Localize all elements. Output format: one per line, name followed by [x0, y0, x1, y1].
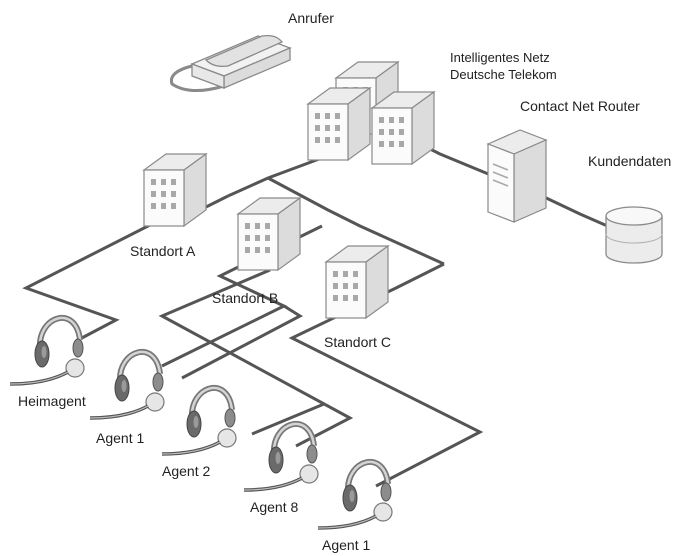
database-icon [605, 206, 663, 264]
site-c-branch [288, 262, 484, 488]
network-label-line2: Deutsche Telekom [450, 67, 557, 82]
agent-8-label: Agent 8 [250, 499, 299, 515]
site-a-heimagent-link [22, 223, 151, 342]
site-b-label: Standort B [212, 290, 279, 306]
agent-1-label: Agent 1 [96, 430, 145, 446]
agent2-headset-icon [162, 388, 236, 454]
router-label: Contact Net Router [520, 98, 640, 114]
agent1-headset-icon [90, 352, 164, 418]
server-tower-icon [486, 129, 548, 223]
trunk-branch-b [267, 176, 445, 266]
network-label-line1: Intelligentes Netz [450, 50, 550, 65]
site-a-building-icon [143, 153, 207, 227]
heimagent-headset-icon [10, 318, 84, 384]
router-database-link [541, 194, 613, 230]
site-b-long-link [158, 268, 354, 448]
site-c-label: Standort C [324, 334, 391, 350]
customer-data-label: Kundendaten [588, 153, 672, 169]
site-b-building-icon [237, 197, 301, 271]
agent-1b-label: Agent 1 [322, 537, 371, 553]
agent1b-headset-icon [318, 462, 392, 528]
building-cluster-icon [307, 61, 435, 165]
agent1-a-link [181, 304, 304, 380]
site-a-label: Standort A [130, 243, 196, 259]
heimagent-label: Heimagent [18, 393, 86, 409]
site-c-building-icon [325, 245, 389, 319]
agent2-link [251, 402, 325, 436]
telephone-icon [169, 34, 292, 92]
agent-2-label: Agent 2 [162, 463, 211, 479]
caller-label: Anrufer [288, 10, 334, 26]
